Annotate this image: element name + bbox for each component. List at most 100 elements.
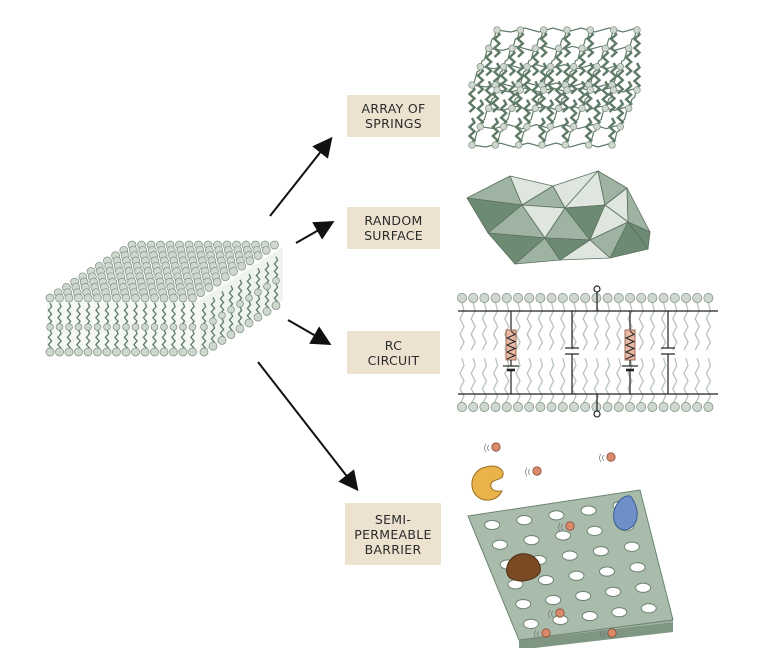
- lipid-head: [150, 347, 159, 357]
- lipid-head: [569, 402, 579, 412]
- lipid-head: [208, 341, 218, 351]
- lipid-tail: [604, 357, 611, 405]
- spring-node: [561, 141, 569, 149]
- spring-vertical: [546, 66, 555, 95]
- lipid-tail: [672, 357, 678, 405]
- ion: [541, 628, 551, 638]
- lipid-tail: [85, 302, 91, 326]
- plate-edge: [519, 622, 673, 648]
- spring-node: [610, 26, 618, 34]
- lipid-tail: [683, 302, 689, 351]
- plate-pore: [484, 519, 501, 531]
- lipid-head: [196, 288, 206, 298]
- lipid-tail: [582, 302, 588, 351]
- spring-depth: [471, 87, 498, 146]
- plate-pore: [537, 574, 554, 586]
- lipid-tail: [95, 302, 100, 326]
- spring-node: [593, 63, 601, 71]
- plate-pore: [605, 586, 622, 597]
- plate-pore: [516, 515, 533, 526]
- lipid-tail: [504, 357, 510, 405]
- arrows: [257, 136, 359, 492]
- spring-node: [476, 123, 484, 131]
- lipid-tail: [694, 357, 700, 405]
- lipid-head: [112, 293, 121, 303]
- lipid-tail: [114, 302, 119, 326]
- arrow-to-surface: [295, 221, 335, 244]
- lipid-tail: [470, 357, 476, 405]
- lipid-head: [227, 305, 235, 314]
- lipid-head: [112, 347, 121, 357]
- spring-node: [610, 86, 618, 94]
- lipid-head: [131, 293, 140, 303]
- arrow-to-springs: [269, 136, 333, 217]
- plate-pore: [611, 607, 628, 618]
- resistor-zigzag: [505, 330, 517, 360]
- lipid-head: [84, 323, 92, 331]
- spring-node: [585, 141, 593, 149]
- lipid-tail: [180, 302, 186, 326]
- lipid-tail: [616, 302, 622, 351]
- label-text: RANDOM SURFACE: [364, 213, 423, 243]
- lipid-tail: [548, 302, 555, 351]
- lipid-tail: [273, 256, 279, 280]
- spring-vertical: [537, 117, 547, 146]
- lipid-head: [681, 293, 691, 303]
- spring-node: [563, 86, 571, 94]
- spring-vertical: [516, 29, 525, 58]
- lipid-tail: [123, 302, 129, 326]
- spring-node: [578, 44, 586, 52]
- ion: [606, 452, 616, 462]
- lipid-head: [209, 317, 217, 325]
- label-array-of-springs: ARRAY OF SPRINGS: [347, 95, 440, 137]
- lipid-head: [262, 307, 272, 316]
- lipid-head: [169, 347, 178, 357]
- lipid-head: [141, 323, 149, 331]
- lipid-head: [179, 323, 187, 331]
- lipid-head: [218, 311, 226, 320]
- spring-node: [540, 86, 548, 94]
- spring-node: [616, 63, 624, 71]
- rc-circuit-membrane-icon: [457, 285, 718, 418]
- lipid-head: [580, 402, 591, 412]
- spring-vertical: [609, 29, 618, 58]
- lipid-head: [121, 347, 131, 357]
- spring-vertical: [624, 47, 633, 77]
- spring-vertical: [592, 99, 602, 128]
- spring-node: [493, 86, 501, 94]
- terminal-top: [593, 285, 601, 293]
- lipid-tail: [47, 302, 53, 326]
- lipid-tail: [526, 357, 532, 405]
- lipid-head: [524, 402, 535, 412]
- lipid-tail: [515, 302, 521, 351]
- lipid-head: [159, 293, 169, 303]
- motion-mark: [548, 609, 554, 619]
- lipid-tail: [492, 302, 499, 351]
- lipid-head: [692, 293, 703, 303]
- spring-vertical: [577, 47, 587, 77]
- spring-node: [516, 86, 524, 94]
- lipid-tail: [210, 296, 216, 320]
- spring-node: [476, 63, 484, 71]
- spring-node: [555, 44, 563, 52]
- spring-node: [586, 26, 594, 34]
- lipid-head: [479, 402, 490, 412]
- lipid-head: [46, 323, 54, 331]
- lipid-head: [253, 312, 263, 322]
- triangulated-surface-icon: [466, 170, 651, 265]
- lipid-head: [535, 402, 546, 412]
- spring-vertical: [492, 29, 502, 58]
- lipid-tail: [152, 302, 157, 326]
- lipid-head: [169, 323, 178, 331]
- label-text: ARRAY OF SPRINGS: [361, 101, 426, 131]
- terminal-bottom: [593, 410, 601, 418]
- lipid-tail: [161, 302, 167, 326]
- spring-node: [625, 44, 633, 52]
- lipid-head: [226, 330, 236, 339]
- lipid-head: [93, 347, 102, 357]
- lipid-tail: [237, 279, 243, 303]
- lipid-head: [546, 402, 557, 412]
- lipid-tail: [76, 302, 81, 326]
- lipid-tail: [616, 357, 622, 405]
